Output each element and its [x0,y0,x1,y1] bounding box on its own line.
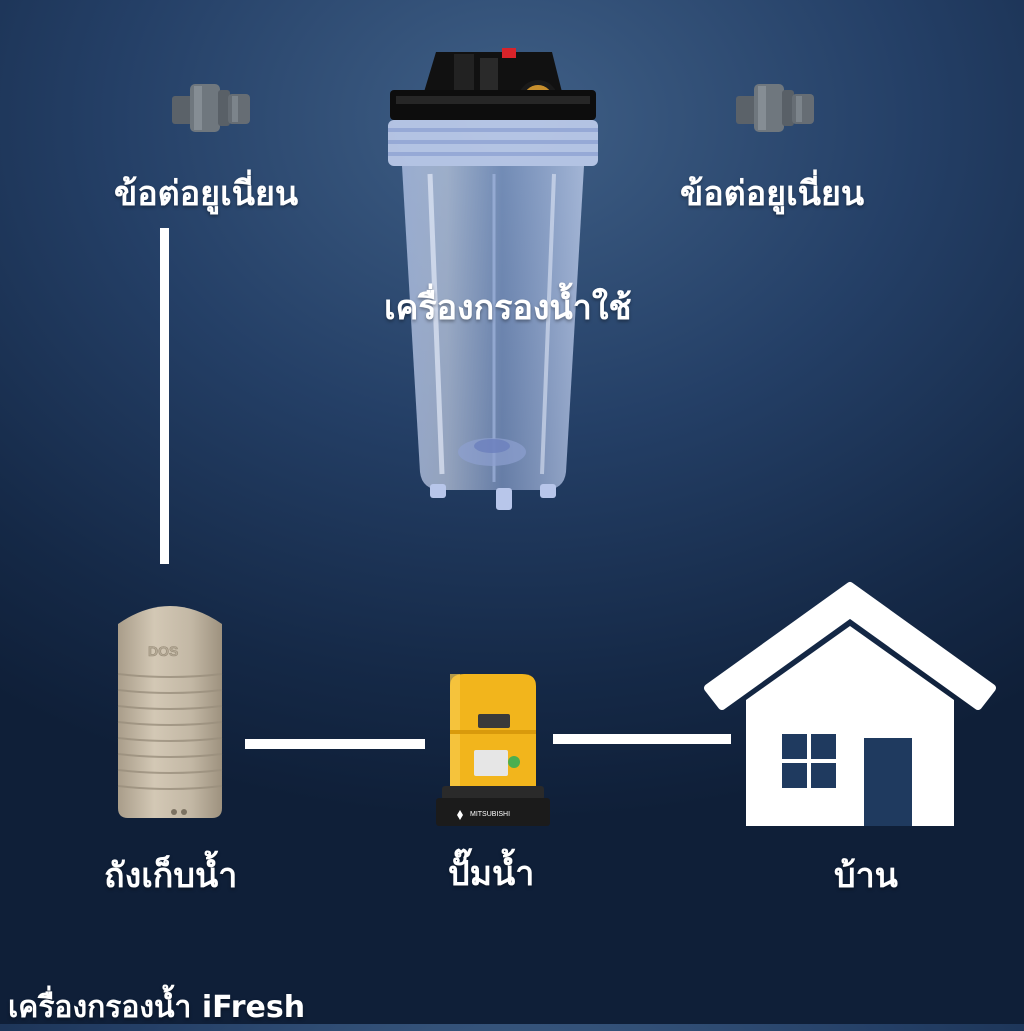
house-label: บ้าน [834,856,898,896]
water-tank-icon: DOS [117,606,223,818]
union-right-label: ข้อต่อยูเนี่ยน [680,174,865,214]
house-icon [704,582,996,826]
union-fitting-icon [736,84,814,132]
connector-line-tank-pump [245,739,425,749]
connector-line-vertical [160,228,169,564]
filter-label: เครื่องกรองน้ำใช้ [384,288,632,328]
filter-housing-icon [388,48,598,510]
tank-label: ถังเก็บน้ำ [104,856,238,896]
water-pump-icon: MITSUBISHI [436,674,550,826]
brand-caption: เครื่องกรองน้ำ iFresh [8,990,306,1025]
svg-text:MITSUBISHI: MITSUBISHI [470,811,510,818]
tank-logo: DOS [148,643,178,659]
union-fitting-icon [172,84,250,132]
pump-label: ปั๊มน้ำ [448,854,535,894]
union-left-label: ข้อต่อยูเนี่ยน [114,174,299,214]
connector-line-pump-house [553,734,731,744]
